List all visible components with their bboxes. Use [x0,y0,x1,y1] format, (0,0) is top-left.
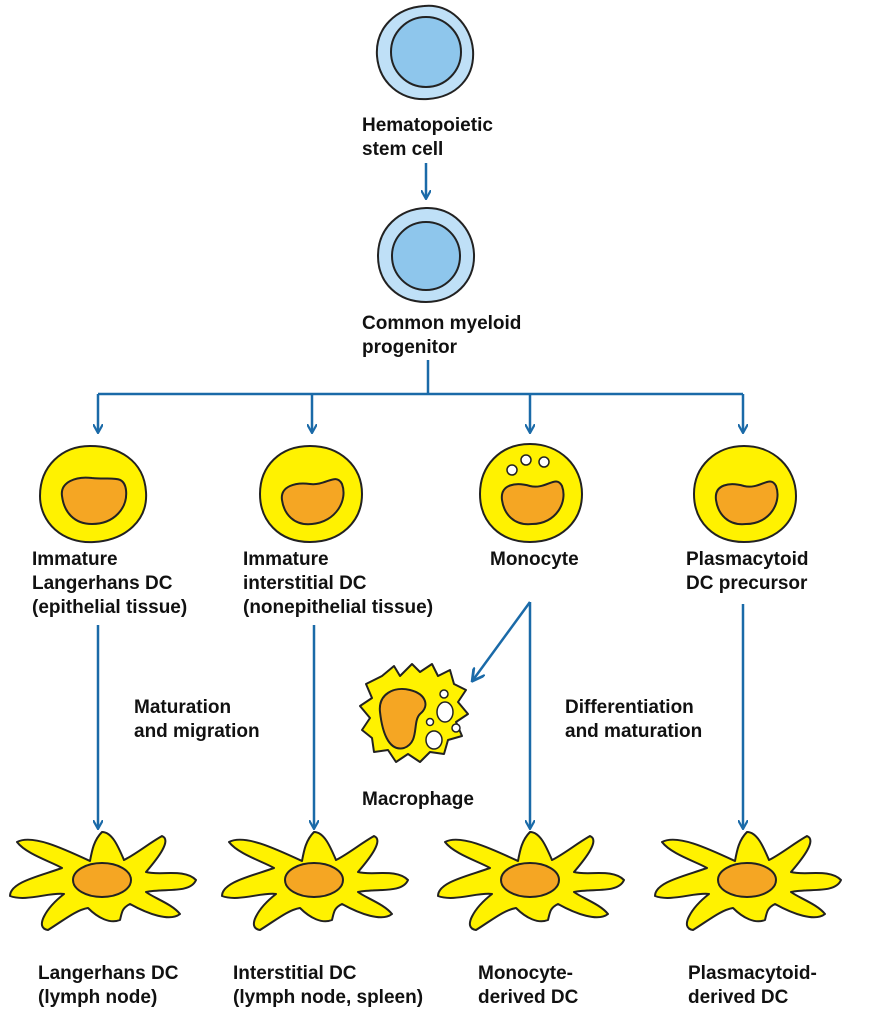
interstitial-dc-cell [221,831,409,931]
label-line: Langerhans DC [32,573,173,594]
immature-interstitial-cell [258,444,364,544]
nucleus [500,480,565,526]
monocyte-derived-dc-cell [437,831,625,931]
progenitor-cell-nucleus [391,221,461,291]
label-common-myeloid-progenitor: Common myeloid progenitor [362,312,521,360]
granule [506,464,518,476]
label-line: Interstitial DC [233,963,357,984]
label-line: Monocyte [490,549,579,570]
label-line: and migration [134,721,260,742]
monocyte-cell [478,442,584,544]
label-line: (nonepithelial tissue) [243,597,434,618]
label-plasmacytoid-derived-dc: Plasmacytoid-derived DC [688,962,817,1010]
label-line: derived DC [688,987,789,1008]
label-macrophage: Macrophage [362,788,474,812]
phagosome [425,730,443,750]
macrophage-cell [359,663,469,763]
label-differentiation-and-maturation: Differentiation and maturation [565,696,702,744]
label-langerhans-dc: Langerhans DC (lymph node) [38,962,178,1010]
label-line: Monocyte- [478,963,573,984]
arrow-to-macrophage [473,601,532,680]
stem-cell-nucleus [390,16,462,88]
label-line: (epithelial tissue) [32,597,188,618]
label-line: progenitor [362,337,457,358]
immature-langerhans-cell [38,444,148,544]
label-line: Plasmacytoid [686,549,809,570]
granule [439,689,449,699]
label-interstitial-dc: Interstitial DC (lymph node, spleen) [233,962,423,1010]
nucleus [714,480,779,526]
nucleus [280,478,345,526]
plasmacytoid-derived-dc-cell [654,831,842,931]
label-line: derived DC [478,987,579,1008]
label-immature-interstitial-dc: Immature interstitial DC (nonepithelial ti… [243,548,433,620]
granule [425,717,435,727]
label-line: Differentiation [565,697,694,718]
label-line: stem cell [362,139,444,160]
label-line: Maturation [134,697,232,718]
label-line: DC precursor [686,573,808,594]
label-line: Immature [32,549,118,570]
langerhans-dc-cell [9,831,197,931]
plasmacytoid-precursor-cell [692,444,798,544]
nucleus [378,688,427,750]
label-line: Immature [243,549,329,570]
label-line: Langerhans DC [38,963,179,984]
label-hematopoietic-stem-cell: Hematopoietic stem cell [362,114,493,162]
common-myeloid-progenitor-cell [376,206,476,304]
granule [520,454,532,466]
nucleus [60,476,128,526]
label-line: Common myeloid [362,313,522,334]
label-line: (lymph node, spleen) [233,987,424,1008]
label-monocyte: Monocyte [490,548,579,572]
label-line: Hematopoietic [362,115,493,136]
hematopoietic-stem-cell [375,4,475,101]
label-line: Macrophage [362,789,474,810]
phagosome [436,701,454,723]
granule [451,723,461,733]
label-line: Plasmacytoid- [688,963,817,984]
label-line: (lymph node) [38,987,158,1008]
label-monocyte-derived-dc: Monocyte-derived DC [478,962,578,1010]
label-maturation-and-migration: Maturation and migration [134,696,260,744]
granule [538,456,550,468]
label-line: and maturation [565,721,703,742]
label-line: interstitial DC [243,573,367,594]
label-plasmacytoid-dc-precursor: Plasmacytoid DC precursor [686,548,809,596]
lineage-arrows [98,163,743,828]
